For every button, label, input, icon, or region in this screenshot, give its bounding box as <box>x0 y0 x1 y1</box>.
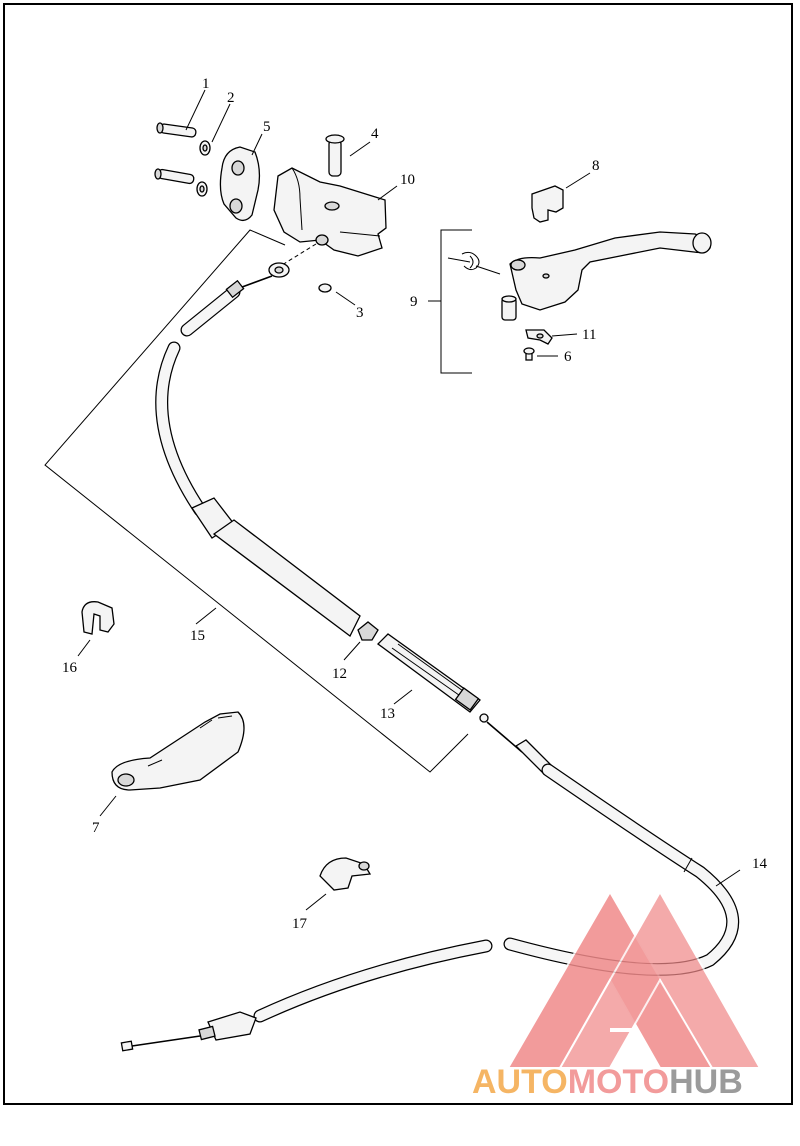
callout-10: 10 <box>400 172 415 188</box>
callout-13: 13 <box>380 706 395 722</box>
leader-lines <box>77 89 741 911</box>
part-10-bracket-housing <box>273 167 387 257</box>
part-1-pins <box>154 122 197 185</box>
part-17-clip <box>319 857 372 891</box>
callout-7: 7 <box>92 820 100 836</box>
part-6-screw <box>523 347 535 361</box>
part-7-cable-guide <box>111 711 245 791</box>
part-11-clip <box>525 329 553 345</box>
callout-12: 12 <box>332 666 347 682</box>
callout-2: 2 <box>227 90 235 106</box>
cable-upper-curve <box>155 341 361 637</box>
callout-6: 6 <box>564 349 572 365</box>
callout-16: 16 <box>62 660 78 676</box>
watermark-text-auto: AUTO <box>472 1063 568 1101</box>
part-5-clamp <box>219 146 261 222</box>
callout-17: 17 <box>292 916 308 932</box>
part-16-clip <box>81 601 115 635</box>
callout-1: 1 <box>202 76 210 92</box>
assembly-dashed-line <box>281 243 317 266</box>
part-12-adjuster-nut <box>357 621 379 641</box>
part-9-clutch-lever <box>447 231 712 321</box>
automotohub-watermark: AUTOMOTOHUB <box>472 889 762 1101</box>
watermark-text: AUTOMOTOHUB <box>472 1063 743 1101</box>
part-4-pivot-bolt <box>325 134 345 177</box>
group-9-bracket <box>428 229 472 374</box>
callout-9: 9 <box>410 294 418 310</box>
part-13-adjuster-sleeve <box>377 633 481 713</box>
watermark-text-hub: HUB <box>669 1063 743 1101</box>
cable-upper-end <box>180 262 290 337</box>
callout-5: 5 <box>263 119 271 135</box>
callout-14: 14 <box>752 856 768 872</box>
watermark-text-moto: MOTO <box>568 1063 669 1101</box>
group-15-bracket <box>44 229 469 773</box>
part-2-washers <box>196 140 211 197</box>
part-8-lever-cap <box>531 185 564 223</box>
callout-11: 11 <box>582 327 596 343</box>
part-3-retaining-ring <box>318 283 332 293</box>
callout-4: 4 <box>371 126 379 142</box>
watermark-triangle-logo <box>506 889 762 1069</box>
callout-labels: 1 2 3 4 5 6 7 8 9 10 11 12 13 14 15 16 1… <box>62 76 768 932</box>
callout-8: 8 <box>592 158 600 174</box>
callout-15: 15 <box>190 628 205 644</box>
callout-3: 3 <box>356 305 364 321</box>
